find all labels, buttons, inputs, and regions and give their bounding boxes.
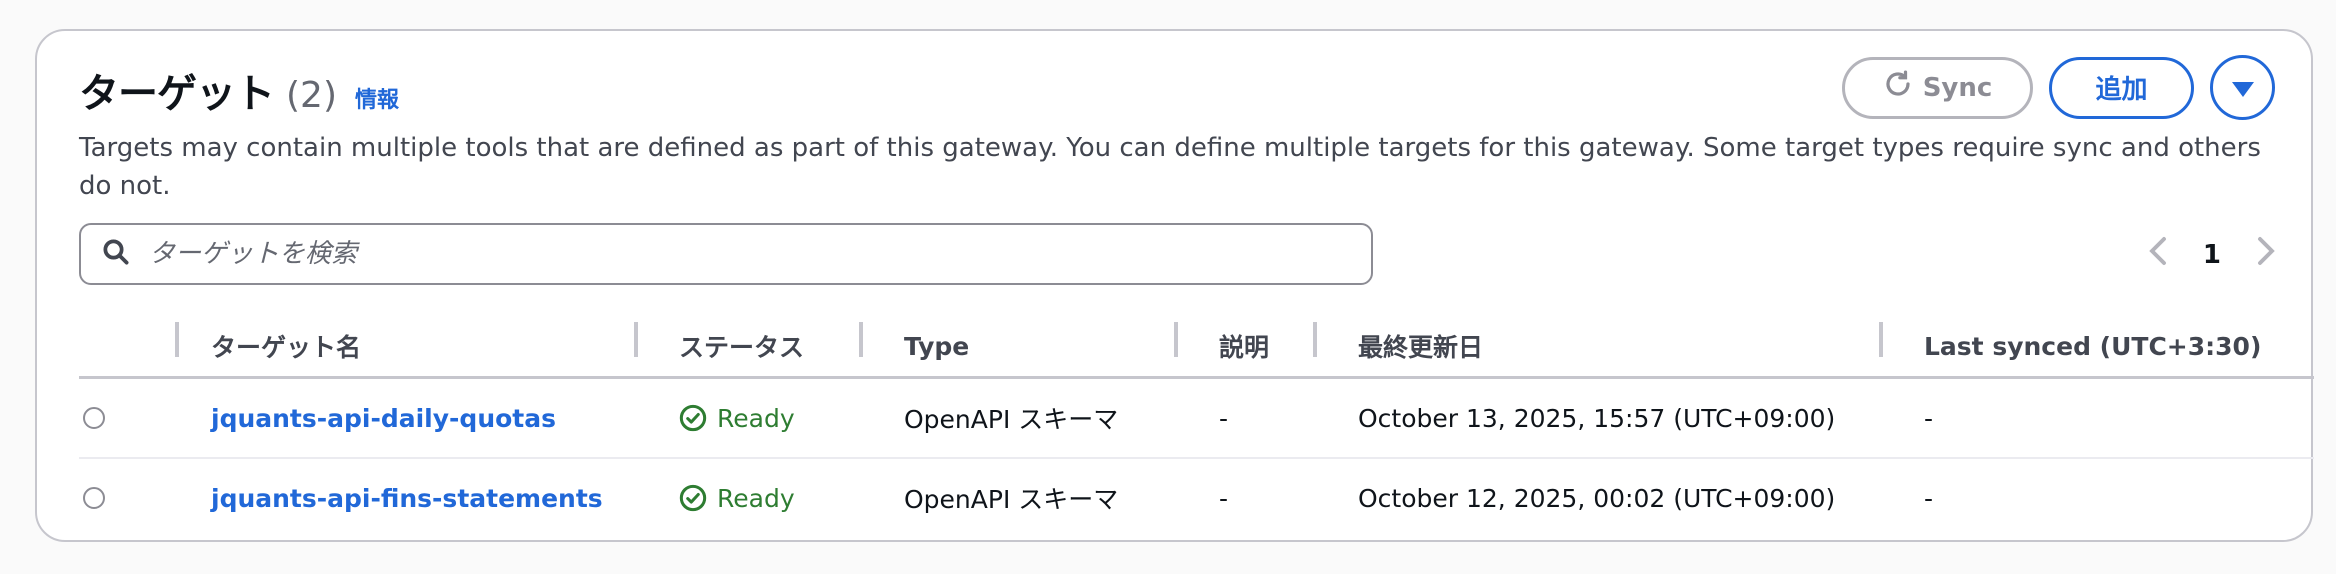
search-input[interactable] [147,238,1301,270]
column-divider[interactable] [1313,322,1317,357]
check-circle-icon [679,404,707,432]
last-updated: October 12, 2025, 00:02 (UTC+09:00) [1358,483,1836,513]
status-badge: Ready [679,459,795,537]
last-synced: - [1924,403,1934,433]
table-row[interactable]: jquants-api-daily-quotas Ready OpenAPI ス… [79,379,2314,459]
refresh-icon [1883,69,1913,106]
check-circle-icon [679,484,707,512]
chevron-right-icon[interactable] [2257,236,2275,274]
pagination: 1 [2149,236,2275,274]
column-divider[interactable] [1174,322,1178,357]
target-name-link[interactable]: jquants-api-fins-statements [211,483,603,513]
target-type: OpenAPI スキーマ [904,485,1119,514]
column-header-status[interactable]: ステータス [679,333,805,362]
target-count: (2) [286,75,337,116]
panel-description: Targets may contain multiple tools that … [79,133,2261,201]
column-divider[interactable] [1879,322,1883,357]
panel-title: ターゲット [79,71,275,117]
chevron-left-icon[interactable] [2149,236,2167,274]
column-header-last-synced[interactable]: Last synced (UTC+3:30) [1924,331,2262,361]
column-divider[interactable] [859,322,863,357]
targets-panel: ターゲット (2) 情報 Sync 追加 Targets may contain… [35,29,2314,542]
target-name-link[interactable]: jquants-api-daily-quotas [211,403,556,433]
panel-header: ターゲット (2) 情報 [79,61,399,119]
column-divider[interactable] [175,322,179,357]
add-dropdown-button[interactable] [2210,55,2275,120]
column-header-description[interactable]: 説明 [1219,333,1270,362]
caret-down-icon [2231,82,2254,97]
table-row[interactable]: jquants-api-fins-statements Ready OpenAP… [79,459,2314,537]
status-text: Ready [717,483,795,513]
add-button[interactable]: 追加 [2049,56,2194,119]
column-header-name[interactable]: ターゲット名 [211,333,362,362]
row-select-radio[interactable] [83,487,105,509]
sync-label: Sync [1922,72,1993,103]
last-synced: - [1924,483,1934,513]
column-divider[interactable] [634,322,638,357]
column-header-type[interactable]: Type [904,331,970,361]
search-icon [101,237,131,271]
status-badge: Ready [679,379,795,457]
table-header: ターゲット名 ステータス Type 説明 最終更新日 Last synced (… [79,316,2314,379]
target-type: OpenAPI スキーマ [904,405,1119,434]
sync-button[interactable]: Sync [1842,56,2033,119]
last-updated: October 13, 2025, 15:57 (UTC+09:00) [1358,403,1836,433]
header-actions: Sync 追加 [1842,55,2275,120]
status-text: Ready [717,403,795,433]
target-description: - [1219,483,1229,513]
targets-table: ターゲット名 ステータス Type 説明 最終更新日 Last synced (… [79,316,2314,537]
column-header-last-updated[interactable]: 最終更新日 [1358,333,1484,362]
target-description: - [1219,403,1229,433]
search-field[interactable] [79,223,1373,285]
add-label: 追加 [2095,75,2148,105]
page-number[interactable]: 1 [2202,240,2221,270]
info-link[interactable]: 情報 [355,88,400,113]
row-select-radio[interactable] [83,407,105,429]
